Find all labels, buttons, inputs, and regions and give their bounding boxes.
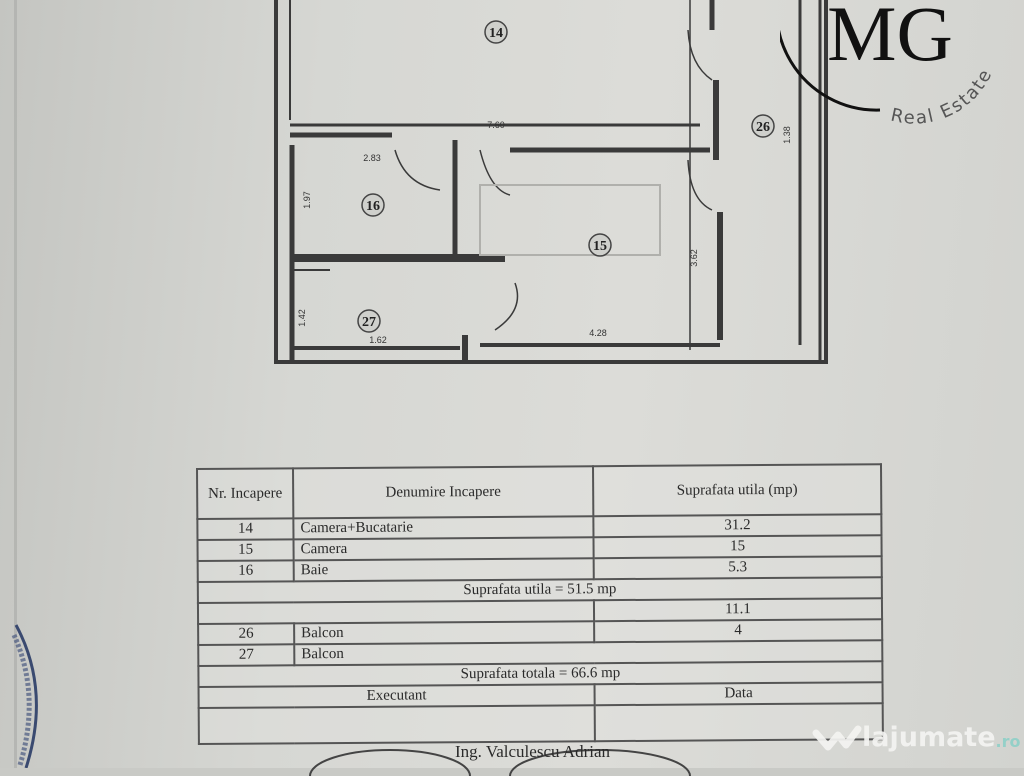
cell-nr: 27: [198, 644, 295, 666]
dim-balcony27-width: 1.62: [369, 335, 387, 345]
room-label-16: 16: [366, 199, 380, 214]
table-header-row: Nr. Incapere Denumire Incapere Suprafata…: [197, 464, 882, 519]
room-label-14: 14: [489, 26, 503, 41]
dim-top-wall: 7.60: [487, 120, 505, 130]
lajumate-logo-icon: [812, 725, 862, 750]
dim-balcony27-height: 1.42: [297, 309, 307, 327]
dim-room15-height: 3.62: [689, 249, 699, 267]
logo-monogram: MG: [827, 0, 953, 77]
cell-nr: 14: [197, 518, 294, 540]
cell-name: Balcon: [294, 621, 595, 645]
dim-bath-width: 2.83: [363, 153, 381, 163]
paper-fold: [14, 0, 17, 768]
cell-area: 5.3: [593, 556, 882, 580]
cell-nr: 15: [197, 539, 294, 561]
floor-plan: 14 15 16 26 27 7.60 2.83 1.97 1.42 1.62 …: [274, 0, 828, 364]
room-label-15: 15: [593, 239, 607, 254]
cell-area: 31.2: [593, 514, 882, 538]
executant-label: Executant: [198, 684, 595, 708]
cell-nr: 26: [198, 623, 295, 645]
room-legend-table: Nr. Incapere Denumire Incapere Suprafata…: [196, 463, 884, 745]
cell-area: 4: [594, 619, 883, 643]
room-label-26: 26: [756, 120, 770, 135]
engineer-name: Ing. Valculescu Adrian: [455, 742, 611, 761]
lajumate-watermark: lajumate.ro: [812, 722, 1021, 753]
mg-real-estate-logo: MG Real Estate: [780, 0, 995, 129]
cell-area: 11.1: [593, 598, 883, 622]
engineer-stamp: [309, 749, 691, 776]
watermark-tld: .ro: [995, 732, 1021, 751]
cell-area: 15: [593, 535, 882, 559]
cell-empty: [197, 600, 595, 624]
cell-name: Baie: [293, 558, 594, 582]
dim-balcony26-height: 1.38: [782, 126, 792, 144]
date-label: Data: [594, 682, 883, 706]
watermark-brand: lajumate: [862, 722, 996, 753]
room-label-27: 27: [362, 315, 376, 330]
dim-room15-width: 4.28: [589, 328, 607, 338]
cell-name: Camera: [293, 537, 594, 561]
cell-nr: 16: [197, 560, 294, 582]
dim-bath-height: 1.97: [302, 191, 312, 209]
cell-name: Camera+Bucatarie: [293, 516, 594, 540]
header-area: Suprafata utila (mp): [592, 464, 882, 517]
header-nr: Nr. Incapere: [197, 468, 294, 519]
stamp-fragment: [11, 624, 38, 768]
header-name: Denumire Incapere: [293, 466, 594, 519]
